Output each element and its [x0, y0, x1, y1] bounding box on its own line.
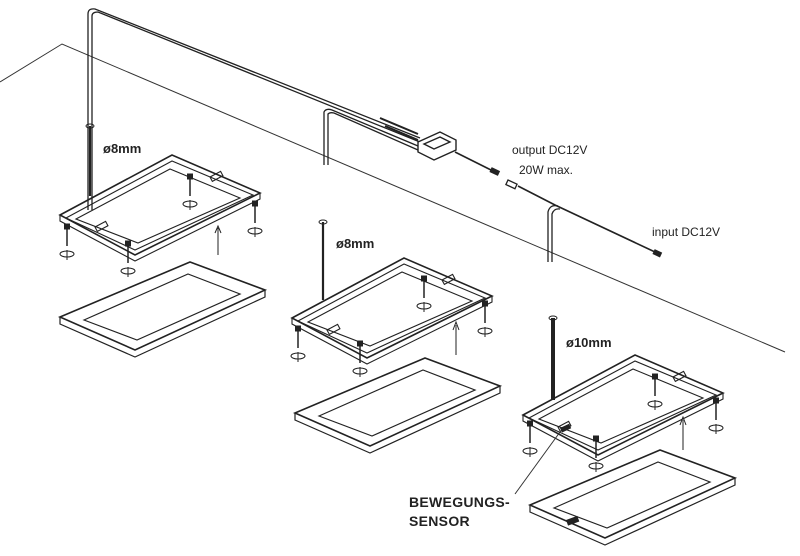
drill-size-label-2: ø8mm	[336, 236, 375, 251]
drill-size-label-1: ø8mm	[103, 141, 142, 156]
sensor-label-line2: SENSOR	[409, 513, 470, 529]
output-power-label: 20W max.	[519, 163, 574, 177]
ceiling-outline	[0, 43, 786, 353]
input-label: input DC12V	[652, 225, 721, 239]
driver-box	[417, 131, 457, 161]
lamp-1	[59, 123, 266, 358]
drill-size-label-3: ø10mm	[566, 335, 612, 350]
lamp-2	[290, 219, 501, 454]
output-label: output DC12V	[512, 143, 588, 157]
wiring	[87, 8, 663, 262]
lamp-3	[514, 315, 736, 546]
sensor-label-line1: BEWEGUNGS-	[409, 494, 510, 510]
